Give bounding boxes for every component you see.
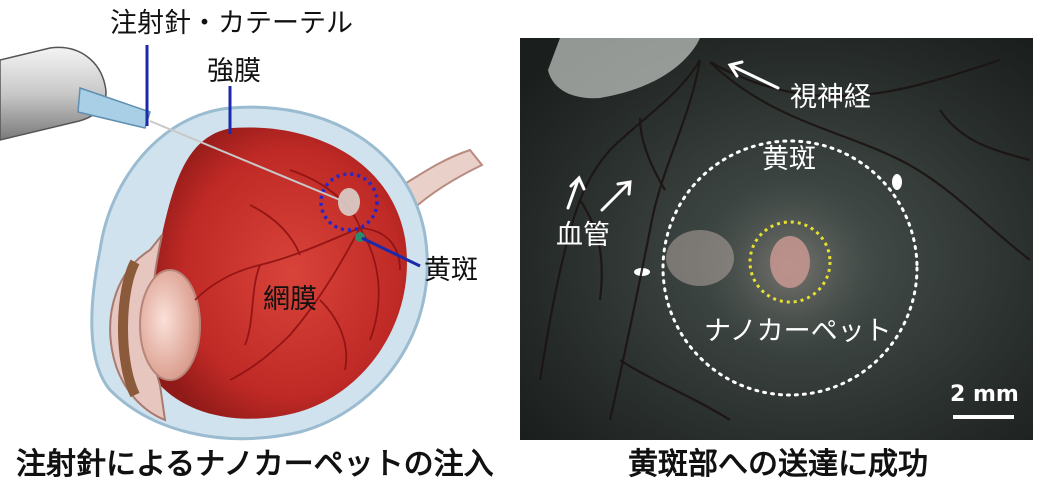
- lens: [140, 270, 200, 380]
- nanocarpet-patch: [770, 236, 810, 288]
- macula-spot: [338, 188, 360, 216]
- caption-right: 黄斑部への送達に成功: [628, 450, 928, 480]
- label-macula-right: 黄斑: [762, 146, 816, 173]
- caption-left: 注射針によるナノカーペットの注入: [16, 450, 494, 480]
- glint-1: [892, 174, 902, 190]
- label-retina: 網膜: [263, 286, 317, 313]
- label-nanocarpet: ナノカーペット: [704, 318, 892, 345]
- label-needle-catheter: 注射針・カテーテル: [110, 10, 353, 37]
- macula-target-dot: [355, 232, 365, 242]
- label-blood-vessel: 血管: [556, 222, 610, 249]
- fundus-patch: [666, 230, 734, 286]
- label-macula-left: 黄斑: [424, 257, 478, 284]
- label-sclera: 強膜: [207, 58, 261, 85]
- label-optic-nerve: 視神経: [790, 84, 871, 111]
- syringe-hub: [78, 88, 150, 128]
- scale-bar-label: 2 mm: [950, 384, 1019, 406]
